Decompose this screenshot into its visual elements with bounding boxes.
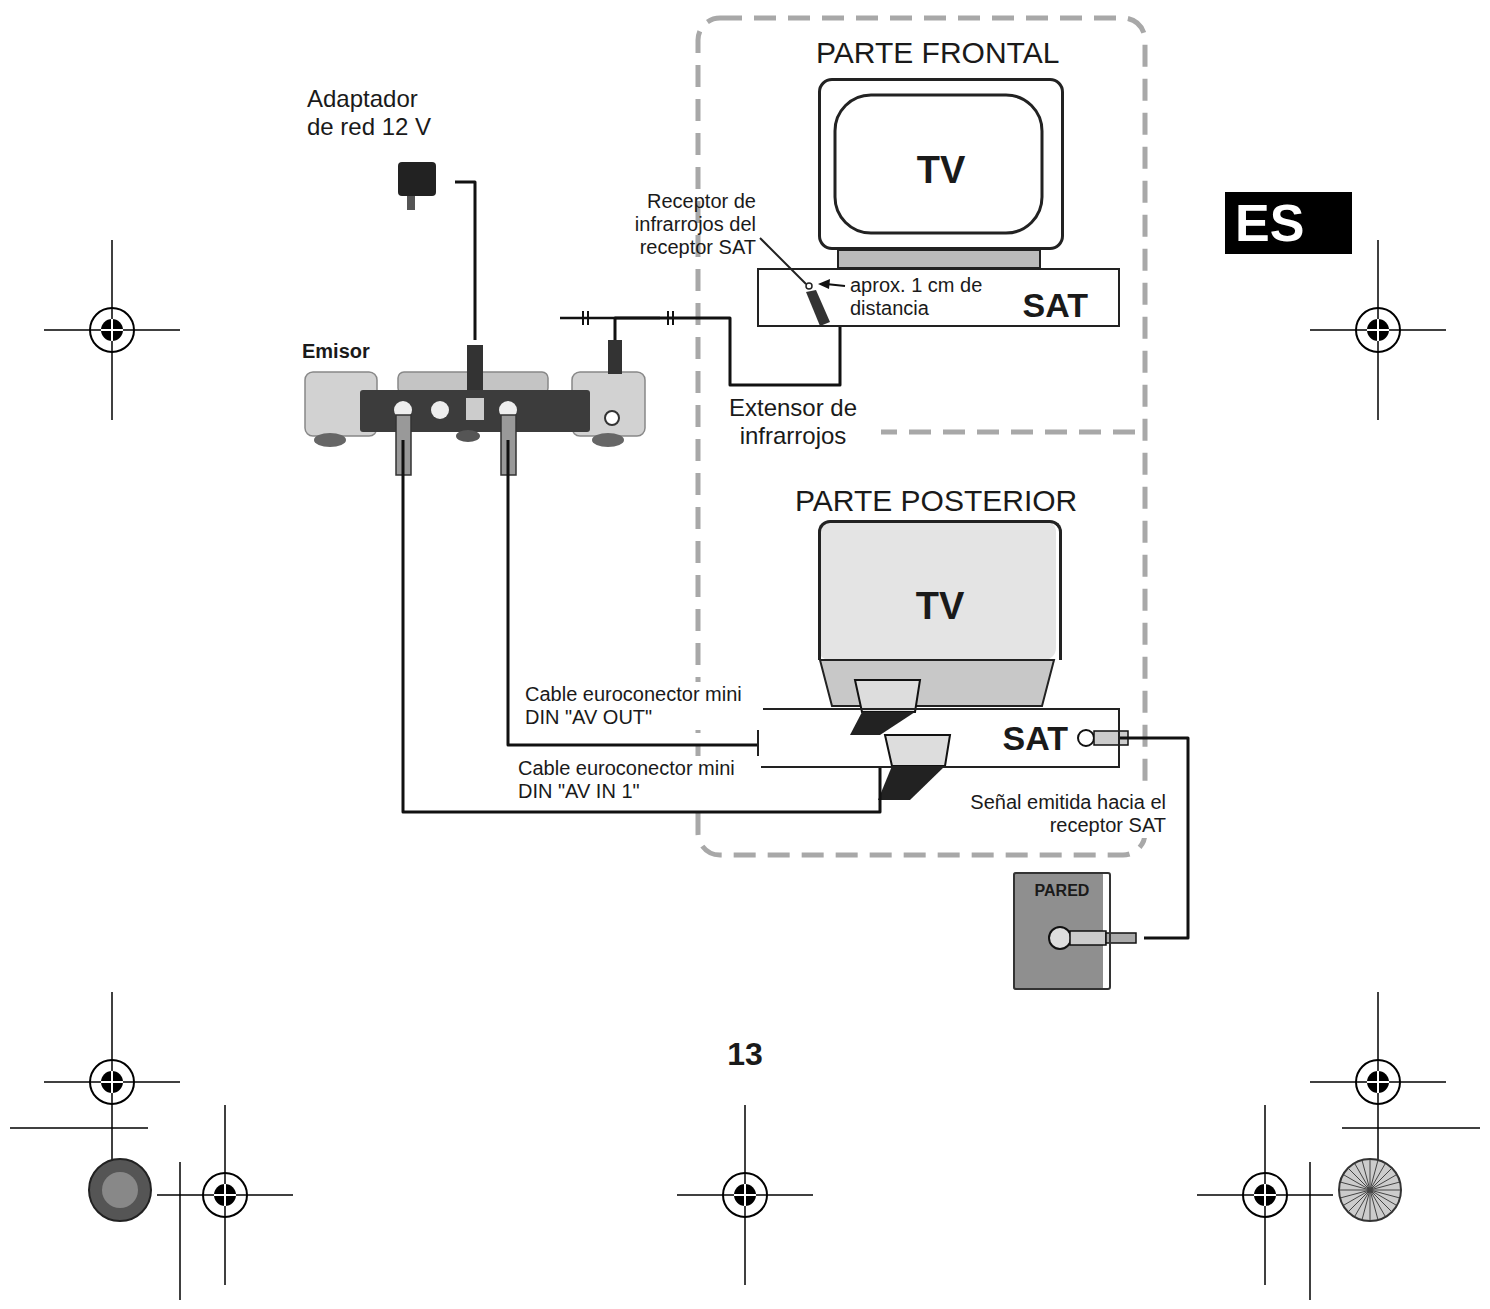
- cable: [1120, 738, 1188, 938]
- annotation: aprox. 1 cm de distancia: [850, 274, 1010, 320]
- node-text: TV: [821, 149, 1061, 192]
- cable: [615, 318, 840, 385]
- leader-line: [760, 238, 806, 284]
- cable-label: Señal emitida hacia el receptor SAT: [935, 790, 1169, 838]
- scart-plug: [885, 735, 950, 766]
- cable-label: Cable euroconector mini DIN "AV OUT": [522, 682, 763, 730]
- node-text: SAT: [1003, 719, 1068, 758]
- node-text: ES: [1235, 197, 1304, 249]
- cable-label: Cable euroconector mini DIN "AV IN 1": [515, 756, 761, 804]
- power-adapter: [398, 162, 436, 196]
- tv-area-outline: [698, 18, 1145, 855]
- transmitter: Emisor: [300, 340, 650, 440]
- annotation: PARTE POSTERIOR: [795, 484, 1125, 519]
- ir-probe: [806, 290, 830, 326]
- annotation: 13: [700, 1036, 790, 1073]
- wall-socket: [1049, 927, 1071, 949]
- color-dial: [89, 1159, 151, 1221]
- color-dial: [1339, 1159, 1401, 1221]
- node-text: TV: [821, 585, 1059, 628]
- coax-socket: [1078, 730, 1094, 746]
- language-tab: ES: [1225, 192, 1352, 254]
- node-text: Emisor: [302, 340, 370, 363]
- power-adapter-label: Adaptador de red 12 V: [305, 85, 455, 210]
- node-text: PARED: [1015, 882, 1109, 900]
- tv-back: TV: [818, 520, 1062, 660]
- tv-stand: [838, 250, 1040, 268]
- annotation: PARTE FRONTAL: [816, 36, 1116, 71]
- annotation: Receptor de infrarrojos del receptor SAT: [596, 190, 756, 259]
- tv-front: TV: [818, 78, 1064, 250]
- cable-label: Extensor de infrarrojos: [705, 393, 881, 450]
- cable: [455, 182, 475, 340]
- wall-plate: PARED: [1013, 872, 1111, 990]
- sat-back: SAT: [757, 708, 1120, 768]
- node-text: SAT: [1023, 286, 1088, 325]
- node-text: Adaptador de red 12 V: [307, 85, 445, 140]
